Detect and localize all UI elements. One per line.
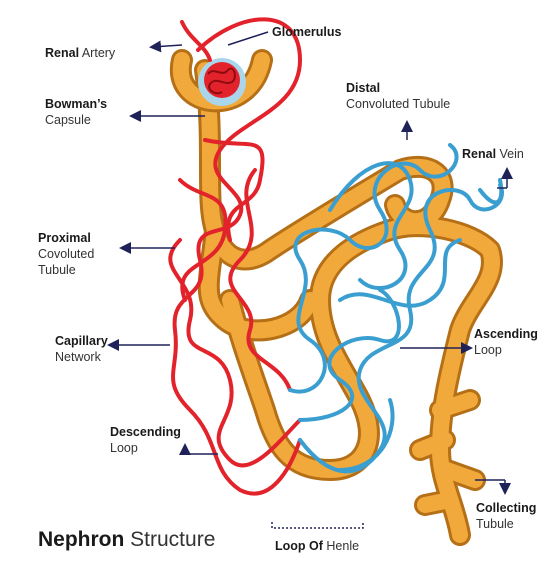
label-capillary-network: Capillary Network	[55, 333, 108, 365]
label-renal-vein: Renal Vein	[462, 146, 524, 162]
diagram-title: Nephron Structure	[38, 528, 215, 552]
tubule	[181, 60, 492, 535]
label-distal-convoluted-tubule: Distal Convoluted Tubule	[346, 80, 450, 112]
label-renal-artery: Renal Artery	[45, 45, 115, 61]
glomerulus-knot	[198, 58, 246, 106]
label-proximal-tubule: Proximal Covoluted Tubule	[38, 230, 94, 278]
label-loop-of-henle: Loop Of Henle	[275, 538, 359, 554]
label-collecting-tubule: Collecting Tubule	[476, 500, 536, 532]
label-bowmans-capsule: Bowman’s Capsule	[45, 96, 107, 128]
label-descending-loop: Descending Loop	[110, 424, 181, 456]
label-ascending-loop: Ascending Loop	[474, 326, 538, 358]
label-glomerulus: Glomerulus	[272, 24, 341, 40]
